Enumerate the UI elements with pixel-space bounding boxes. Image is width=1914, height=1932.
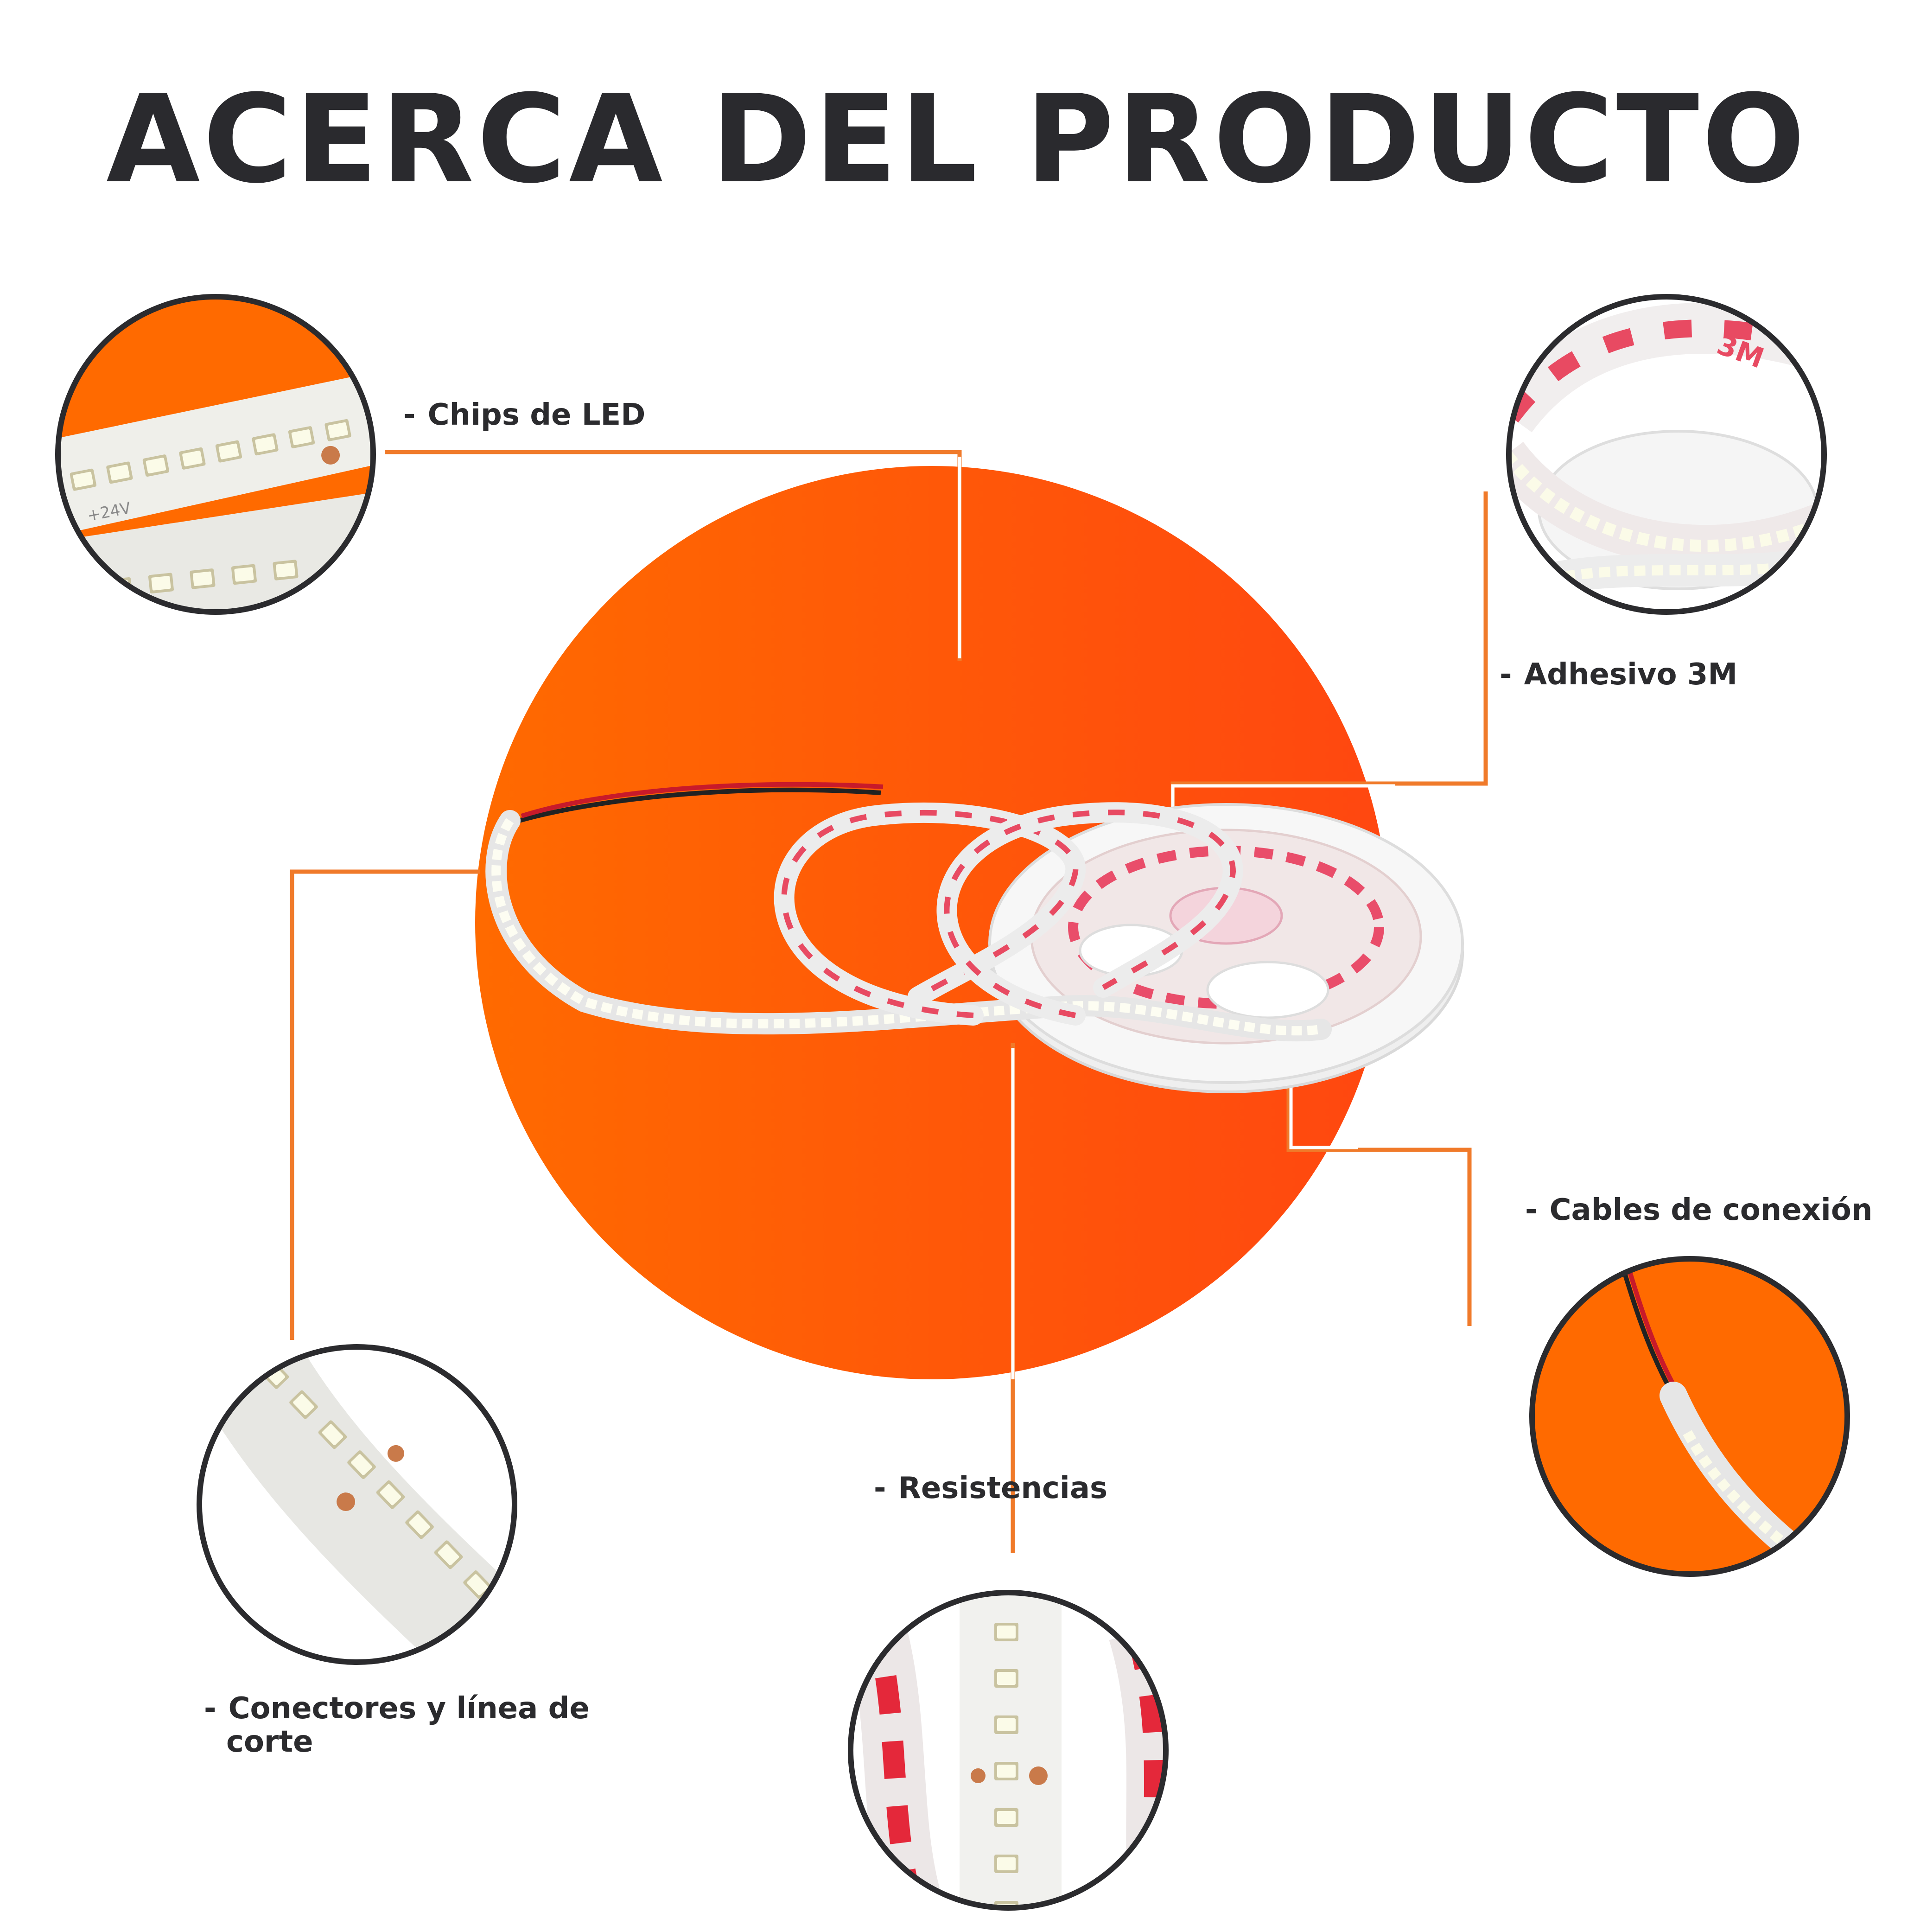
label-adhesive: -Adhesivo 3M bbox=[1500, 658, 1737, 692]
led-strip-reel-image bbox=[485, 782, 1464, 1093]
leader-cables bbox=[1286, 1034, 1472, 1326]
leader-connectors bbox=[290, 869, 480, 1340]
label-chips-led: -Chips de LED bbox=[403, 398, 646, 432]
label-text-line2: corte bbox=[226, 1724, 313, 1759]
bullet-dash: - bbox=[204, 1691, 216, 1726]
label-text: Resistencias bbox=[898, 1471, 1108, 1505]
bullet-dash: - bbox=[874, 1471, 886, 1505]
bullet-dash: - bbox=[1500, 657, 1512, 692]
orange-background-circle bbox=[475, 466, 1388, 1379]
label-text: Cables de conexión bbox=[1549, 1193, 1873, 1227]
detail-circle-cables bbox=[1529, 1256, 1850, 1577]
label-connectors: -Conectores y línea de corte bbox=[204, 1692, 603, 1759]
label-text: Chips de LED bbox=[427, 398, 646, 432]
page-title: ACERCA DEL PRODUCTO bbox=[106, 69, 1808, 210]
detail-circle-resistors bbox=[848, 1590, 1169, 1911]
label-text-line1: Conectores y línea de bbox=[228, 1691, 590, 1726]
detail-circle-connectors bbox=[197, 1344, 517, 1665]
bullet-dash: - bbox=[403, 398, 416, 432]
label-resistors: -Resistencias bbox=[874, 1472, 1107, 1505]
bullet-dash: - bbox=[1525, 1193, 1538, 1227]
detail-circle-adhesive: 3M bbox=[1506, 294, 1827, 615]
label-text: Adhesivo 3M bbox=[1524, 657, 1738, 692]
detail-circle-chips: +24V bbox=[55, 294, 376, 615]
label-cables: -Cables de conexión bbox=[1525, 1193, 1873, 1227]
